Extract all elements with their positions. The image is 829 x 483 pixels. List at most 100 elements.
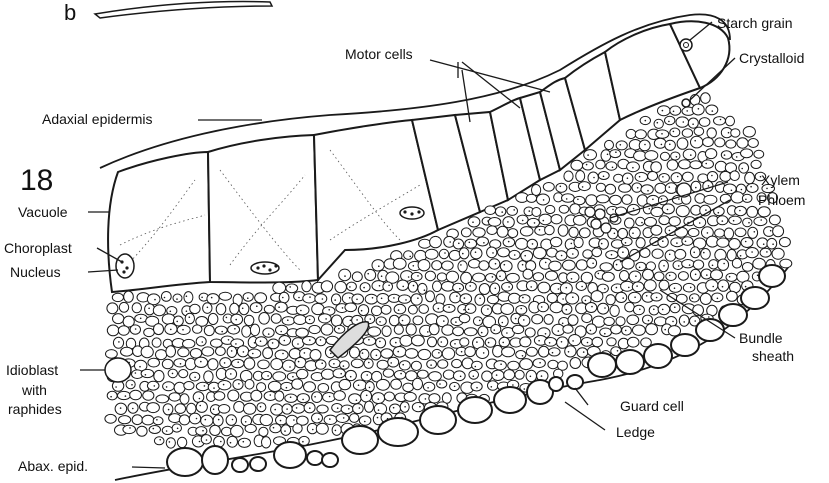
chloroplast-dot — [616, 287, 618, 289]
chloroplast-dot — [669, 275, 671, 277]
mesophyll-cell — [315, 360, 326, 369]
mesophyll-cell — [439, 249, 448, 258]
mesophyll-cell — [393, 258, 406, 269]
chloroplast-dot — [693, 252, 695, 254]
chloroplast-dot — [129, 427, 131, 429]
chloroplast-dot — [280, 331, 282, 333]
mesophyll-cell — [564, 171, 573, 181]
chloroplast-dot — [182, 329, 184, 331]
mesophyll-cell — [526, 194, 536, 202]
chloroplast-dot — [708, 185, 710, 187]
chloroplast-dot — [256, 305, 258, 307]
chloroplast-dot — [641, 222, 643, 224]
mesophyll-cell — [626, 129, 636, 138]
chloroplast-dot — [381, 298, 383, 300]
mesophyll-cell — [627, 337, 639, 347]
chloroplast-dot — [268, 333, 270, 335]
mesophyll-cell — [425, 271, 435, 281]
mesophyll-cell — [333, 369, 345, 378]
mesophyll-cell — [471, 248, 482, 259]
chloroplast-dot — [562, 298, 564, 300]
chloroplast-dot — [669, 144, 671, 146]
chloroplast-dot — [205, 419, 207, 421]
mesophyll-cell — [747, 184, 759, 193]
chloroplast-dot — [135, 372, 137, 374]
mesophyll-cell — [187, 403, 196, 414]
chloroplast-dot — [664, 329, 666, 331]
mesophyll-cell — [184, 382, 194, 390]
chloroplast-dot — [632, 167, 634, 169]
mesophyll-cell — [180, 394, 189, 404]
mesophyll-cell — [438, 360, 448, 369]
mesophyll-cell — [523, 269, 533, 279]
mesophyll-cell — [432, 349, 442, 358]
mesophyll-cell — [260, 414, 272, 425]
mesophyll-cell — [492, 370, 504, 380]
label-phloem: Phloem — [758, 192, 805, 208]
chloroplast-dot — [231, 350, 233, 352]
mesophyll-cell — [632, 282, 644, 292]
chloroplast-dot — [673, 131, 675, 133]
mesophyll-cell — [600, 263, 612, 271]
mesophyll-cell — [655, 183, 666, 193]
mesophyll-cell — [377, 360, 388, 369]
mesophyll-cell — [227, 346, 237, 357]
mesophyll-cell — [106, 350, 118, 359]
chloroplast-dot — [492, 276, 494, 278]
mesophyll-cell — [350, 347, 360, 358]
chloroplast-dot — [370, 318, 372, 320]
chloroplast-dot — [287, 319, 289, 321]
chloroplast-dot — [166, 430, 168, 432]
mesophyll-cell — [423, 382, 434, 391]
chloroplast-dot — [140, 318, 142, 320]
mesophyll-cell — [651, 207, 663, 216]
mesophyll-cell — [339, 269, 351, 281]
chloroplast-dot — [427, 387, 429, 389]
mesophyll-cell — [598, 172, 609, 180]
label-with: with — [22, 382, 47, 398]
chloroplast-dot — [199, 398, 201, 400]
mesophyll-cell — [499, 337, 509, 347]
mesophyll-cell — [659, 280, 669, 290]
chloroplast-dot — [476, 341, 478, 343]
mesophyll-cell — [679, 315, 689, 326]
mesophyll-cell — [705, 149, 716, 159]
chloroplast-dot — [369, 387, 371, 389]
mesophyll-cell — [549, 261, 561, 271]
mesophyll-cell — [413, 316, 423, 325]
chloroplast-dot — [199, 441, 201, 443]
chloroplast-dot — [314, 396, 316, 398]
chloroplast-dot — [722, 220, 724, 222]
chloroplast-dot — [115, 386, 117, 388]
mesophyll-cell — [363, 337, 376, 346]
chloroplast-dot — [483, 352, 485, 354]
label-nucleus: Nucleus — [10, 264, 61, 280]
chloroplast-dot — [495, 288, 497, 290]
mesophyll-cell — [606, 295, 615, 305]
mesophyll-cell — [257, 403, 266, 412]
mesophyll-cell — [390, 404, 401, 414]
chloroplast-dot — [508, 241, 510, 243]
mesophyll-cell — [760, 248, 771, 257]
mesophyll-cell — [690, 294, 700, 302]
mesophyll-cell — [427, 360, 437, 368]
mesophyll-cell — [700, 293, 711, 304]
mesophyll-cell — [196, 382, 209, 390]
mesophyll-cell — [466, 282, 477, 291]
chloroplast-dot — [284, 340, 286, 342]
chloroplast-dot — [668, 121, 670, 123]
mesophyll-cell — [498, 316, 508, 327]
chloroplast-dot — [388, 285, 390, 287]
mesophyll-cell — [350, 414, 359, 423]
chloroplast-dot — [154, 385, 156, 387]
chloroplast-dot — [234, 328, 236, 330]
mesophyll-cell — [118, 326, 129, 335]
chloroplast-dot — [731, 190, 733, 192]
chloroplast-dot — [350, 376, 352, 378]
chloroplast-dot — [729, 276, 731, 278]
mesophyll-cell — [153, 305, 165, 316]
chloroplast-dot — [409, 256, 411, 258]
chloroplast-dot — [612, 209, 614, 211]
mesophyll-cell — [166, 346, 176, 357]
chloroplast-dot — [260, 406, 262, 408]
